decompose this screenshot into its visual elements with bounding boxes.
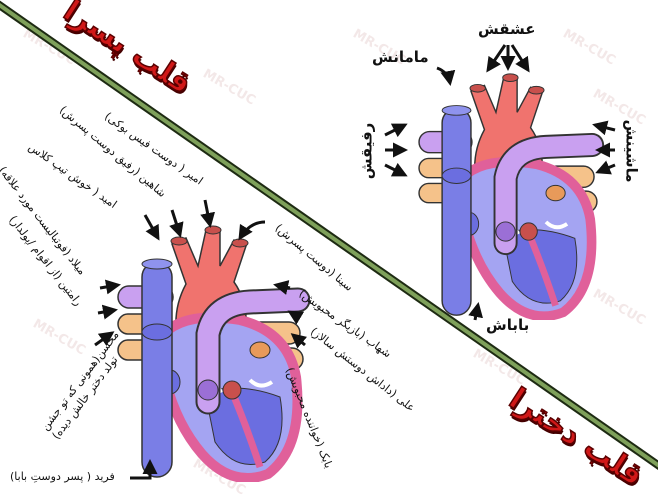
girls-heart-illustration xyxy=(419,74,597,316)
label-farid: فرید ( پسر دوستِ بابا) xyxy=(10,470,115,483)
boys-heart-illustration xyxy=(118,226,303,478)
arrow-ali xyxy=(290,333,308,349)
arrow-farid xyxy=(130,459,158,480)
arrow-friend-3 xyxy=(384,162,408,177)
label-friend: رفیقش xyxy=(357,122,376,180)
arrow-shahin xyxy=(169,209,184,238)
arrow-mohsen xyxy=(94,331,115,347)
arrow-love-3 xyxy=(510,44,530,73)
arrow-amir xyxy=(200,199,216,228)
arrow-sina xyxy=(273,280,291,295)
divider-line xyxy=(0,3,658,468)
label-dad: باباش xyxy=(486,316,530,334)
arrow-shahab xyxy=(287,310,305,325)
arrow-car-1 xyxy=(592,120,616,136)
arrow-friend-1 xyxy=(384,123,408,138)
label-car: ماشینش xyxy=(622,119,641,183)
label-love: عشقش xyxy=(478,20,536,38)
arrow-love-1 xyxy=(486,44,507,73)
arrow-sina-top xyxy=(238,220,266,241)
arrow-ramtin xyxy=(97,304,118,320)
arrow-car-3 xyxy=(595,160,616,175)
arrow-omid xyxy=(143,214,160,241)
label-mom: مامانش xyxy=(372,48,429,66)
arrow-mom xyxy=(436,66,456,86)
arrow-milad xyxy=(99,279,121,295)
arrow-dad xyxy=(468,302,484,321)
